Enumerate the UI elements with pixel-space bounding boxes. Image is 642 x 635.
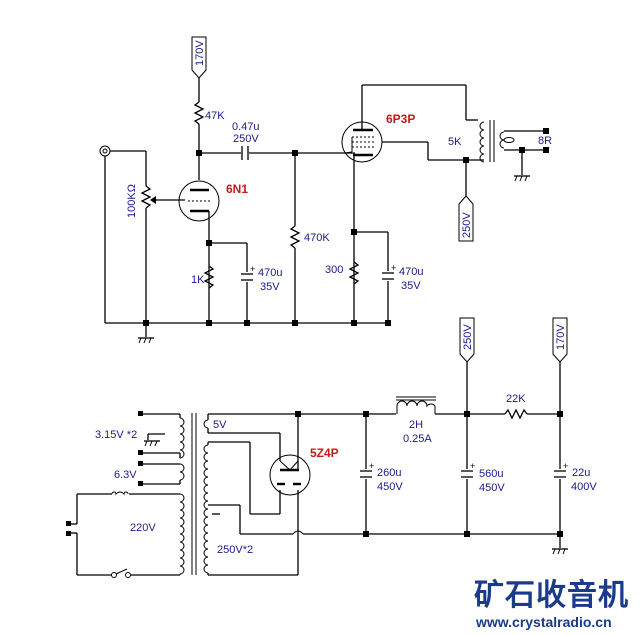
svg-text:+: + — [470, 461, 475, 471]
tube-6n1 — [178, 180, 220, 222]
filter-choke — [396, 396, 436, 414]
label-6v3: 6.3V — [114, 469, 137, 481]
label-47k: 47K — [205, 110, 225, 122]
speaker-terminal-minus — [543, 147, 549, 153]
filter-capacitor-560u: + — [460, 461, 475, 479]
label-220v: 220V — [130, 522, 156, 534]
svg-text:+: + — [250, 264, 255, 274]
label-22u: 22u — [572, 467, 590, 479]
hv-winding — [203, 444, 209, 574]
label-2h: 2H — [409, 419, 423, 431]
label-260u: 260u — [377, 467, 401, 479]
label-400v: 400V — [571, 481, 597, 493]
ground-symbol-2 — [514, 150, 530, 182]
label-5z4p: 5Z4P — [310, 446, 339, 460]
supply-tag-170v-top: 170V — [191, 36, 207, 79]
rectifier-heater-winding — [203, 419, 209, 429]
ground-symbol-1 — [138, 323, 154, 344]
label-8r: 8R — [538, 135, 552, 147]
cathode-capacitor-1: + — [240, 264, 255, 282]
label-450v-1: 450V — [377, 481, 403, 493]
watermark-logo: 矿石收音机 — [474, 578, 629, 612]
watermark-url: www.crystalradio.cn — [475, 614, 612, 630]
mains-plug-pin-2 — [66, 531, 71, 536]
label-1k: 1K — [191, 274, 205, 286]
speaker-terminal-plus — [543, 128, 549, 134]
label-6p3p: 6P3P — [386, 112, 415, 126]
svg-text:250V: 250V — [461, 212, 473, 238]
label-5v: 5V — [213, 419, 227, 431]
label-cap-value: 0.47u — [232, 121, 260, 133]
ground-symbol-3 — [552, 534, 568, 555]
input-jack[interactable] — [99, 145, 111, 157]
svg-text:170V: 170V — [194, 40, 206, 66]
svg-text:+: + — [391, 263, 396, 273]
heater-winding-3v15 — [179, 417, 185, 459]
output-transformer — [479, 120, 515, 163]
label-560u: 560u — [479, 468, 503, 480]
svg-text:170V: 170V — [555, 324, 567, 350]
supply-tag-170v-psu: 170V — [552, 317, 568, 363]
label-250v-x2: 250V*2 — [217, 544, 253, 556]
volume-potentiometer[interactable] — [140, 185, 152, 209]
svg-text:+: + — [563, 461, 568, 471]
label-5k: 5K — [448, 136, 462, 148]
supply-tag-250v-psu: 250V — [459, 317, 475, 363]
heater-winding-6v3 — [179, 463, 185, 481]
label-35v-2: 35V — [401, 280, 421, 292]
label-35v-1: 35V — [260, 281, 280, 293]
mains-winding — [179, 493, 185, 575]
cathode-resistor-300 — [348, 261, 360, 285]
power-switch[interactable] — [111, 568, 131, 578]
cathode-capacitor-2: + — [381, 263, 396, 281]
grid-resistor-470k — [289, 225, 301, 249]
label-470u-1: 470u — [258, 267, 282, 279]
label-470k: 470K — [304, 232, 330, 244]
rectifier-tube-5z4p — [269, 454, 311, 496]
label-450v-2: 450V — [479, 482, 505, 494]
label-470u-2: 470u — [399, 266, 423, 278]
filter-capacitor-260u: + — [359, 461, 374, 479]
dropping-resistor-22k — [504, 408, 528, 420]
label-cap-voltage: 250V — [233, 133, 259, 145]
coupling-capacitor — [241, 146, 249, 160]
label-pot: 100KΩ — [126, 184, 138, 218]
supply-tag-250v-stage2: 250V — [458, 195, 474, 242]
plate-resistor-47k — [193, 101, 205, 125]
mains-plug-pin-1 — [66, 521, 71, 526]
cathode-resistor-1k — [203, 265, 215, 289]
label-300: 300 — [325, 264, 343, 276]
label-22k: 22K — [506, 393, 526, 405]
label-6n1: 6N1 — [226, 182, 248, 196]
svg-text:+: + — [369, 461, 374, 471]
label-025a: 0.25A — [403, 433, 432, 445]
fuse — [111, 491, 129, 496]
svg-text:250V: 250V — [462, 324, 474, 350]
label-3v15: 3.15V *2 — [95, 429, 137, 441]
filter-capacitor-22u: + — [553, 461, 568, 479]
